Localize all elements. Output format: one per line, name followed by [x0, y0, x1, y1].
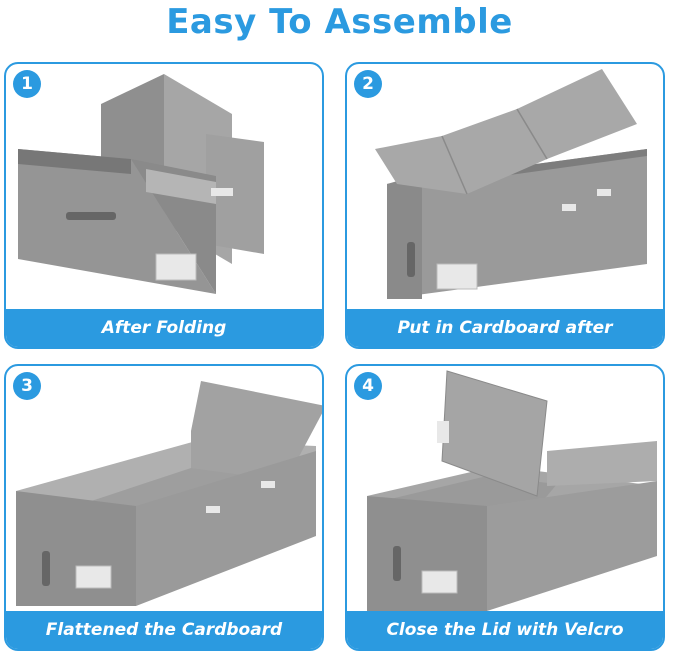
flattened-cardboard-image: [16, 381, 322, 606]
step-number-badge: 1: [13, 70, 41, 98]
step-panel-4: 4 Close the Lid with Velcro: [345, 364, 665, 651]
closed-lid-image: [367, 370, 657, 611]
step-caption: Flattened the Cardboard: [6, 611, 322, 649]
page-title: Easy To Assemble: [166, 2, 513, 42]
step-caption: After Folding: [6, 309, 322, 347]
step-caption: Close the Lid with Velcro: [347, 611, 663, 649]
folded-box-image: [18, 74, 264, 294]
step-number-badge: 4: [354, 372, 382, 400]
step-panel-2: 2 Put in Cardboard after Expanding: [345, 62, 665, 349]
step-number-badge: 2: [354, 70, 382, 98]
step-panel-3: 3 Flattened the Cardboard: [4, 364, 324, 651]
step-panel-1: 1 After Folding: [4, 62, 324, 349]
cardboard-insert-image: [375, 69, 647, 299]
step-number-badge: 3: [13, 372, 41, 400]
step-caption: Put in Cardboard after Expanding: [347, 309, 663, 347]
